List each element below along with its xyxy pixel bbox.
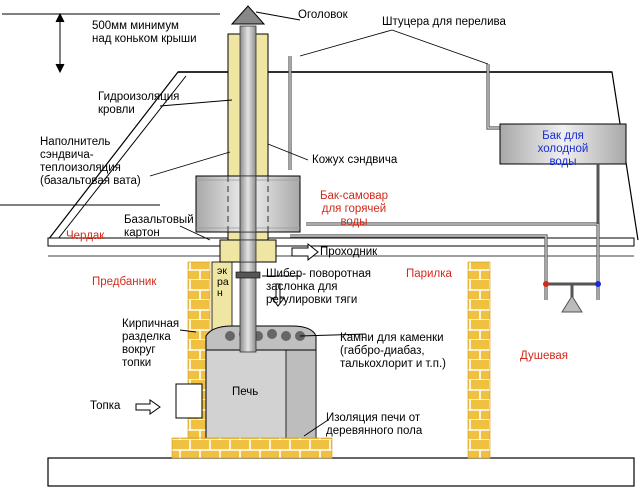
pre-bath-label: Предбанник (92, 276, 157, 288)
steam-room-label: Парилка (406, 268, 452, 280)
hot-water-tank (195, 175, 301, 233)
passage-label: Проходник (320, 246, 378, 258)
brick-wall-right (467, 261, 491, 459)
height-dimension (2, 12, 220, 74)
stones-label: Камни для каменки (габбро-диабаз, талько… (340, 332, 446, 370)
leader-lines (149, 11, 489, 437)
height-note-label: 500мм минимум над коньком крыши (92, 20, 197, 45)
screen-label: экран (217, 265, 229, 299)
arrows (135, 242, 319, 415)
stove-floor-bricks (171, 437, 333, 459)
firebox-label: Топка (90, 400, 121, 412)
shower-label: Душевая (520, 350, 569, 362)
shower-mixer (543, 281, 601, 313)
floor-insulation-label: Изоляция печи от деревянного пола (326, 412, 423, 437)
stove (175, 325, 317, 443)
damper-label: Шибер- поворотная заслонка для регулиров… (266, 268, 372, 306)
overflow-pipes (288, 56, 600, 300)
attic-label: Чердак (66, 230, 105, 242)
chimney-cap-label: Оголовок (298, 9, 348, 21)
cold-water-tank (499, 123, 627, 165)
chimney-cap (230, 5, 266, 25)
roof-waterproofing-label: Гидроизоляция кровли (98, 91, 180, 116)
damper (235, 271, 261, 279)
floor-slab (47, 457, 635, 487)
overflow-pipes-highlight (289, 56, 599, 300)
sandwich-casing-label: Кожух сэндвича (312, 154, 398, 166)
basalt-board-label: Базальтовый картон (124, 214, 194, 239)
brick-partition-label: Кирпичная разделка вокруг топки (122, 318, 180, 369)
cold-tank-label: Бак для холодной воды (537, 130, 589, 168)
stove-label: Печь (232, 386, 259, 398)
sandwich-insulation-label: Наполнитель сэндвича- теплоизоляция (баз… (40, 136, 141, 187)
hot-tank-label: Бак-самовар для горячей воды (319, 190, 389, 228)
attic-floor (47, 237, 635, 257)
overflow-fittings-label: Штуцера для перелива (382, 16, 506, 28)
